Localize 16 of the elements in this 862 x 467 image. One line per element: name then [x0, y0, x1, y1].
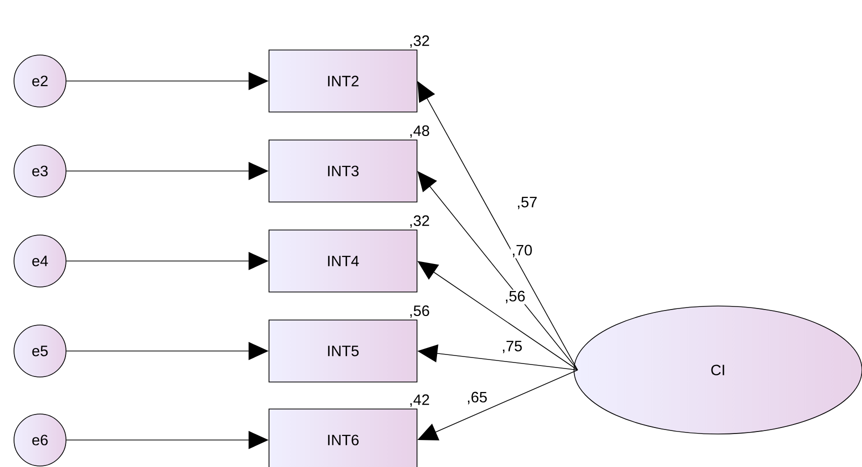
edge-label: ,65: [466, 390, 488, 406]
indicator-box: INT3: [268, 140, 418, 202]
indicator-box: INT2: [268, 50, 418, 112]
r-squared-label: ,32: [410, 35, 430, 48]
edge-label: ,70: [510, 244, 534, 258]
indicator-box: INT6: [268, 408, 418, 467]
indicator-box: INT5: [268, 320, 418, 382]
r-squared-label: ,48: [410, 125, 430, 138]
edge-label: ,75: [500, 340, 524, 354]
r-squared-label: ,56: [410, 305, 430, 318]
r-squared-label: ,32: [410, 215, 430, 228]
arrow: [417, 81, 578, 370]
indicator-box: INT4: [268, 230, 418, 292]
edge-label: ,57: [516, 196, 538, 210]
edge-label: ,56: [504, 290, 526, 304]
r-squared-label: ,42: [410, 394, 430, 407]
